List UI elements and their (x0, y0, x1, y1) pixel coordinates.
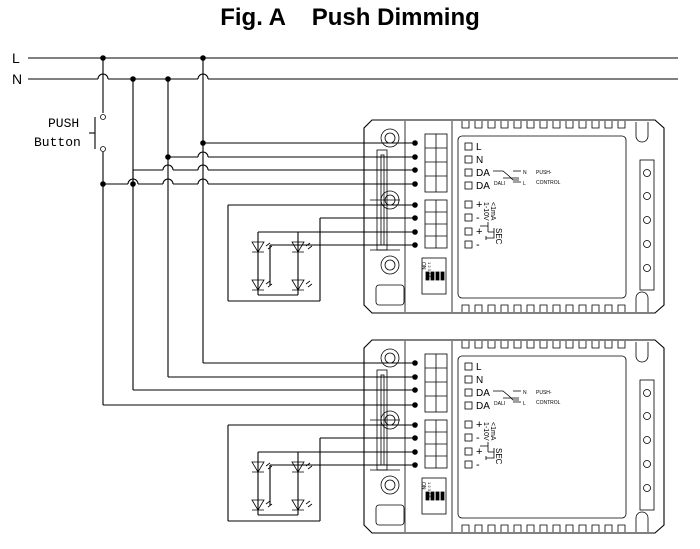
line-l-label: L (12, 50, 20, 66)
d2-term-n: N (476, 375, 483, 386)
d1-push-control-1: PUSH- (536, 170, 552, 176)
d2-dali-n: N (523, 390, 527, 396)
d2-term-plus2: + (476, 446, 482, 458)
d2-term-plus1: + (476, 419, 482, 431)
d1-sec: SEC (494, 228, 503, 245)
led-group-2 (227, 424, 415, 522)
d1-term-plus1: + (476, 199, 482, 211)
d2-push-control-1: PUSH- (536, 390, 552, 396)
d1-term-minus2: - (476, 239, 480, 251)
d2-push-control-2: CONTROL (536, 400, 561, 406)
d1-term-da1: DA (476, 168, 490, 179)
d2-dali: DALI (494, 401, 505, 407)
d1-push-control-2: CONTROL (536, 180, 561, 186)
d2-dali-l: L (523, 401, 526, 407)
push-button-symbol (89, 58, 106, 152)
d1-dip-on: ON (420, 262, 426, 270)
driver-1: L N DA DA + - + - DALI N L PUSH- CONTROL… (363, 119, 665, 314)
d1-term-l: L (476, 142, 482, 153)
d2-sec: SEC (494, 448, 503, 465)
d2-dim-2: <1mA (489, 422, 496, 441)
d2-term-da1: DA (476, 388, 490, 399)
led-group-1 (227, 204, 415, 302)
driver1-wires (103, 142, 415, 185)
d1-dali-n: N (523, 170, 527, 176)
d1-dim-1: 1-10V (482, 202, 489, 221)
d2-dip-nums: 1 2 3 4 5 (427, 482, 432, 498)
d1-term-n: N (476, 155, 483, 166)
d2-term-da2: DA (476, 401, 490, 412)
d2-term-minus1: - (476, 432, 480, 444)
d2-term-l: L (476, 362, 482, 373)
push-label: PUSH (48, 116, 79, 131)
d2-dip-on: ON (420, 482, 426, 490)
mains-wires (28, 55, 678, 82)
d1-dim-2: <1mA (489, 202, 496, 221)
d1-dip-nums: 1 2 3 4 5 (427, 262, 432, 278)
d1-term-plus2: + (476, 226, 482, 238)
driver-2: L N DA DA + - + - DALI N L PUSH- CONTROL… (363, 339, 665, 534)
line-n-label: N (12, 71, 22, 87)
vertical-wires (100, 58, 206, 405)
d1-dali-l: L (523, 181, 526, 187)
d1-term-minus1: - (476, 212, 480, 224)
d1-dali: DALI (494, 181, 505, 187)
d2-term-minus2: - (476, 459, 480, 471)
diagram-title: Fig. A Push Dimming (220, 4, 480, 31)
button-label: Button (34, 135, 81, 150)
d1-term-da2: DA (476, 181, 490, 192)
driver2-wires (103, 362, 415, 406)
d2-dim-1: 1-10V (482, 422, 489, 441)
